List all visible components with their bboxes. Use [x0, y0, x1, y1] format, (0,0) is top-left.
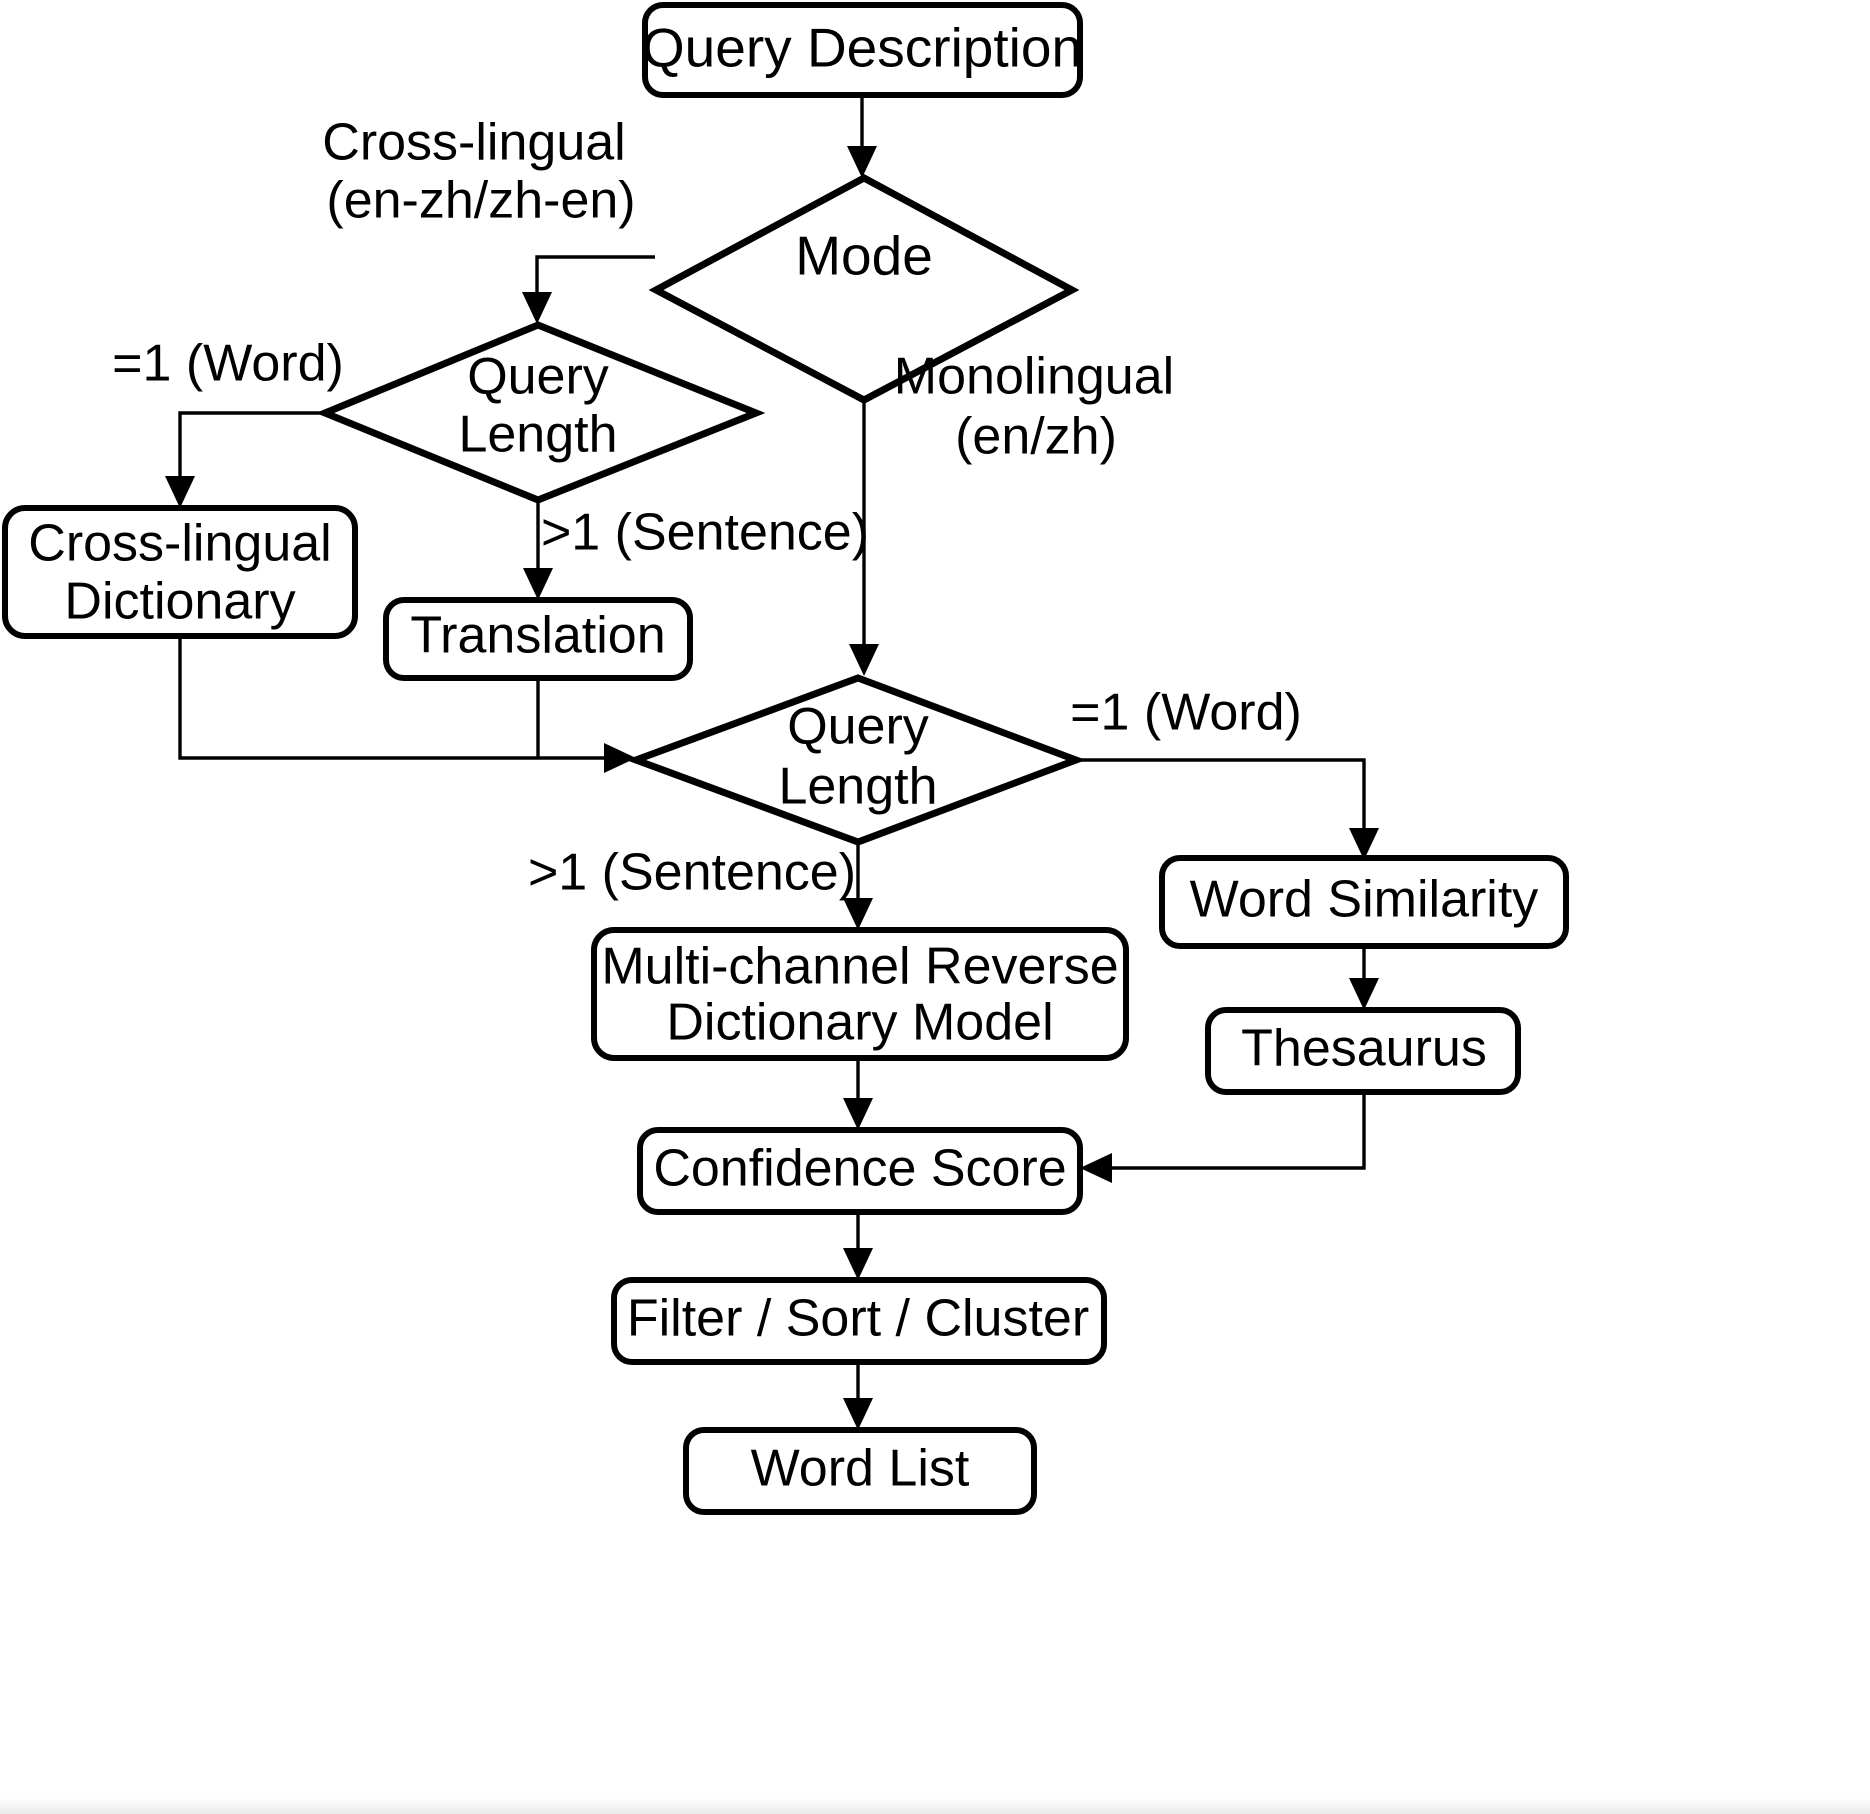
- node-cross-lingual-dictionary[interactable]: Cross-lingual Dictionary: [2, 505, 358, 639]
- bottom-edge-strip: [0, 1798, 1870, 1814]
- edge-query-length-2-to-word-similarity: [1076, 758, 1379, 860]
- node-mode-label: Mode: [795, 225, 933, 287]
- node-filter-sort-cluster[interactable]: Filter / Sort / Cluster: [611, 1277, 1107, 1365]
- node-confidence-score-label: Confidence Score: [653, 1140, 1066, 1198]
- edge-label-mode-cross-lingual-line2: (en-zh/zh-en): [326, 172, 635, 230]
- node-multi-channel-model-label-line2: Dictionary Model: [666, 994, 1053, 1052]
- node-query-length-2-label-line2: Length: [778, 758, 937, 816]
- node-mode[interactable]: Mode: [648, 174, 1080, 404]
- edge-query-length-1-to-cross-lingual-dictionary: [165, 411, 326, 508]
- edge-cross-lingual-dictionary-to-query-length-2: [178, 636, 636, 773]
- edge-label-length2-sentence: >1 (Sentence): [528, 844, 856, 902]
- edge-label-mode-cross-lingual-line1: Cross-lingual: [322, 114, 625, 172]
- node-query-length-1-label-line2: Length: [458, 406, 617, 464]
- edge-label-length1-sentence-text: >1 (Sentence): [541, 504, 869, 562]
- node-query-length-1[interactable]: Query Length: [315, 321, 766, 504]
- edge-confidence-score-to-filter-sort-cluster: [843, 1212, 873, 1280]
- edge-query-length-2-to-multi-channel-model: [843, 842, 873, 930]
- node-confidence-score[interactable]: Confidence Score: [637, 1127, 1083, 1215]
- node-query-length-2[interactable]: Query Length: [625, 674, 1086, 846]
- edge-label-mode-cross-lingual: Cross-lingual (en-zh/zh-en): [322, 114, 635, 230]
- edge-query-length-1-to-translation: [523, 500, 553, 600]
- node-query-description[interactable]: Query Description: [642, 2, 1083, 98]
- edge-mode-to-query-length-1: [522, 255, 655, 324]
- edge-query-description-to-mode: [847, 95, 877, 178]
- node-translation-label: Translation: [410, 607, 665, 665]
- node-word-list[interactable]: Word List: [683, 1427, 1037, 1515]
- node-query-length-1-label-line1: Query: [467, 348, 609, 406]
- edge-mode-to-query-length-2: [849, 400, 879, 676]
- node-thesaurus[interactable]: Thesaurus: [1205, 1007, 1521, 1095]
- edge-multi-channel-model-to-confidence-score: [843, 1058, 873, 1130]
- node-multi-channel-model[interactable]: Multi-channel Reverse Dictionary Model: [591, 927, 1129, 1061]
- edge-filter-sort-cluster-to-word-list: [843, 1362, 873, 1430]
- node-translation[interactable]: Translation: [383, 597, 693, 681]
- node-query-length-2-label-line1: Query: [787, 698, 929, 756]
- node-word-list-label: Word List: [751, 1440, 970, 1498]
- edge-word-similarity-to-thesaurus: [1349, 946, 1379, 1010]
- edge-label-length2-sentence-text: >1 (Sentence): [528, 844, 856, 902]
- node-query-description-label: Query Description: [642, 17, 1082, 79]
- node-word-similarity-label: Word Similarity: [1190, 871, 1539, 929]
- edge-label-length1-word-text: =1 (Word): [112, 335, 344, 393]
- edge-thesaurus-to-confidence-score: [1080, 1090, 1366, 1183]
- node-thesaurus-label: Thesaurus: [1241, 1020, 1487, 1078]
- edge-label-mode-monolingual-line1: Monolingual: [894, 348, 1174, 406]
- edge-label-length1-sentence: >1 (Sentence): [541, 504, 869, 562]
- node-multi-channel-model-label-line1: Multi-channel Reverse: [601, 938, 1118, 996]
- edge-label-length1-word: =1 (Word): [112, 335, 344, 393]
- node-filter-sort-cluster-label: Filter / Sort / Cluster: [627, 1290, 1089, 1348]
- node-word-similarity[interactable]: Word Similarity: [1159, 855, 1569, 949]
- node-cross-lingual-dictionary-label-line1: Cross-lingual: [28, 515, 331, 573]
- edge-label-length2-word: =1 (Word): [1070, 684, 1302, 742]
- node-cross-lingual-dictionary-label-line2: Dictionary: [64, 573, 295, 631]
- edge-label-mode-monolingual-line2: (en/zh): [955, 408, 1117, 466]
- edge-label-mode-monolingual: Monolingual (en/zh): [894, 348, 1174, 466]
- edge-label-length2-word-text: =1 (Word): [1070, 684, 1302, 742]
